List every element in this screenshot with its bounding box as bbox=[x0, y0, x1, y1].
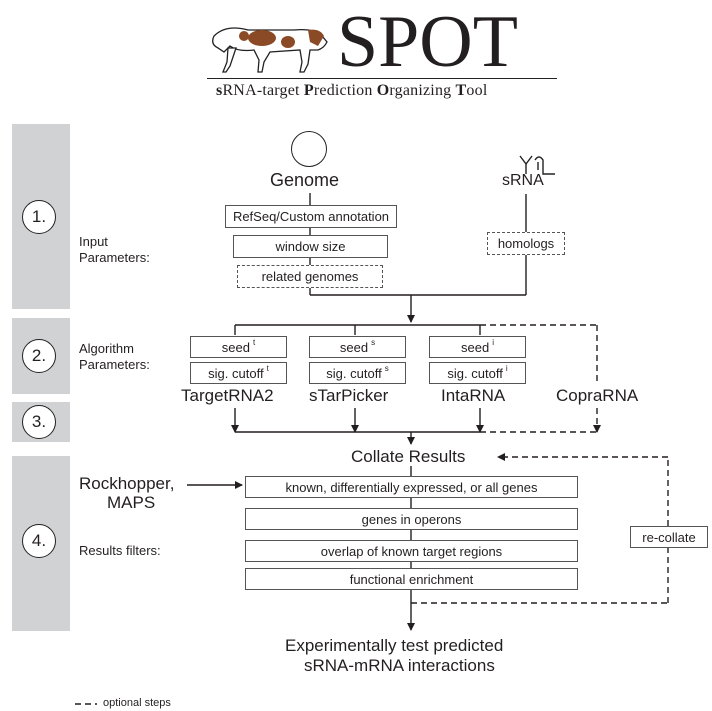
related-genomes-box: related genomes bbox=[237, 265, 383, 288]
collate-results-label: Collate Results bbox=[351, 447, 466, 466]
intarna-label: IntaRNA bbox=[441, 386, 506, 405]
targetrna2-label: TargetRNA2 bbox=[181, 386, 274, 405]
app-title: SPOT bbox=[337, 1, 518, 83]
rockhopper-label: Rockhopper, bbox=[79, 474, 175, 493]
filter-enrichment-box: functional enrichment bbox=[245, 568, 578, 590]
stage-3-number: 3. bbox=[22, 405, 56, 439]
filter-operons-box: genes in operons bbox=[245, 508, 578, 530]
stage-2-number: 2. bbox=[22, 339, 56, 373]
app-subtitle: sRNA-target Prediction Organizing Tool bbox=[216, 82, 488, 99]
title-underline bbox=[207, 78, 557, 79]
algorithm-params-label-2: Parameters: bbox=[79, 357, 150, 372]
genome-circle-icon bbox=[291, 131, 327, 167]
refseq-annotation-box: RefSeq/Custom annotation bbox=[225, 205, 397, 228]
stage-4-number: 4. bbox=[22, 524, 56, 558]
srna-label: sRNA bbox=[502, 172, 544, 189]
coprarna-label: CopraRNA bbox=[556, 386, 639, 405]
input-params-label-1: Input bbox=[79, 234, 108, 249]
pointer-dog-logo bbox=[212, 27, 328, 73]
window-size-box: window size bbox=[233, 235, 388, 258]
legend-optional-steps: optional steps bbox=[103, 697, 171, 709]
homologs-box: homologs bbox=[487, 232, 565, 255]
algorithm-params-label-1: Algorithm bbox=[79, 341, 134, 356]
filter-known-genes-box: known, differentially expressed, or all … bbox=[245, 476, 578, 498]
results-filters-label: Results filters: bbox=[79, 543, 161, 558]
filter-overlap-box: overlap of known target regions bbox=[245, 540, 578, 562]
output-line-2: sRNA-mRNA interactions bbox=[304, 656, 495, 675]
output-line-1: Experimentally test predicted bbox=[285, 636, 504, 655]
maps-label: MAPS bbox=[107, 493, 156, 512]
srna-hairpin-icon bbox=[519, 155, 555, 175]
genome-label: Genome bbox=[270, 170, 340, 190]
starpicker-label: sTarPicker bbox=[309, 386, 389, 405]
stage-1-number: 1. bbox=[22, 200, 56, 234]
input-params-label-2: Parameters: bbox=[79, 250, 150, 265]
recollate-box: re-collate bbox=[630, 526, 708, 548]
